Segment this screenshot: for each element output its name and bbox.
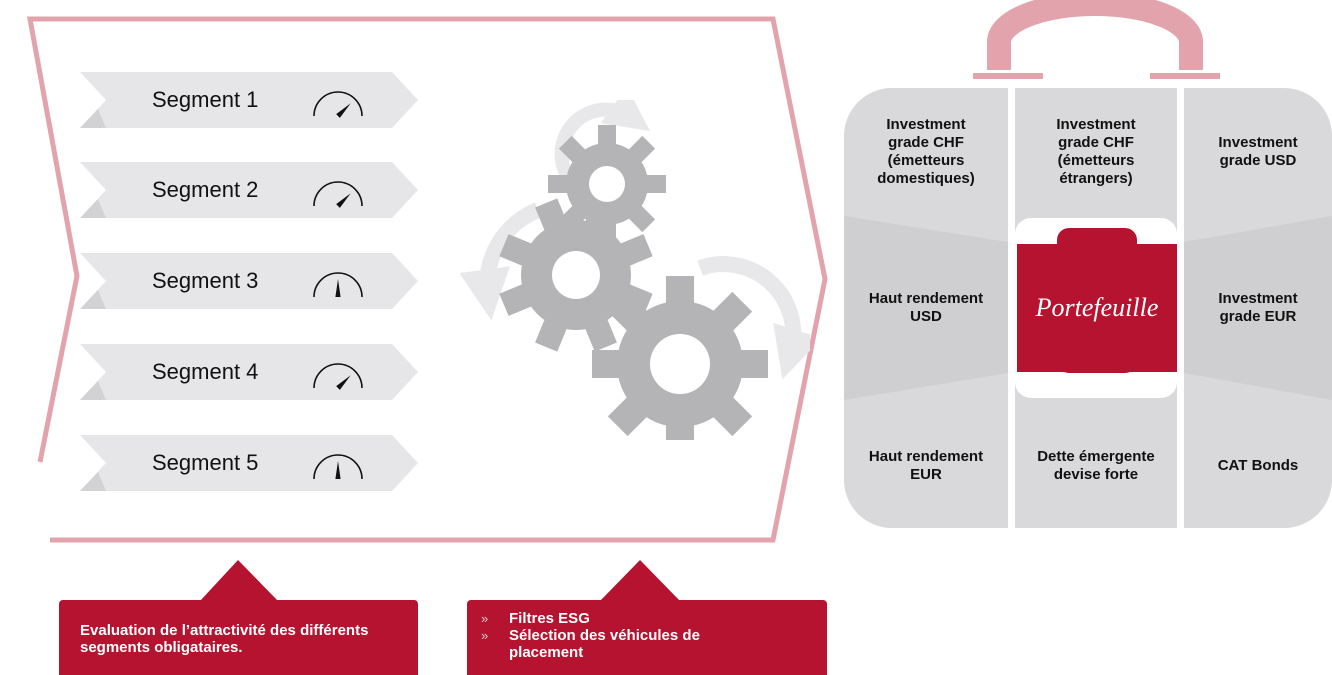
gauge-needle — [336, 375, 351, 390]
portfolio-cell: Investment grade CHF (émetteurs étranger… — [1056, 116, 1136, 187]
gears-illustration — [460, 100, 810, 440]
segment-row: Segment 3 — [80, 253, 420, 309]
circular-arrow-icon — [460, 202, 542, 321]
gauge-icon — [313, 454, 363, 480]
gauge-needle — [335, 461, 341, 479]
gear-icon — [548, 125, 666, 243]
segment-arrow — [80, 72, 418, 128]
portfolio-cell: Dette émergente devise forte — [1037, 448, 1155, 483]
segment-label: Segment 2 — [152, 177, 259, 202]
gauge-needle — [336, 103, 351, 118]
callout-left-text: Evaluation de l’attractivité des différe… — [80, 622, 369, 656]
portfolio-cell: Haut rendement USD — [868, 290, 984, 325]
portfolio-cell: CAT Bonds — [1217, 457, 1299, 474]
briefcase-body — [844, 88, 1332, 528]
portfolio-cell: Investment grade USD — [1218, 134, 1298, 169]
portfolio-cell: Investment grade CHF (émetteurs domestiq… — [877, 116, 975, 187]
segment-row: Segment 5 — [80, 435, 420, 491]
circular-arrow-icon — [697, 256, 810, 380]
segment-row: Segment 1 — [80, 72, 420, 128]
bullet-item: Sélection des véhicules de placement — [481, 627, 731, 661]
process-frame — [27, 16, 828, 543]
callout-left: Evaluation de l’attractivité des différe… — [59, 600, 418, 675]
callout-pointer — [600, 560, 680, 601]
gauge-icon — [313, 181, 363, 208]
segment-row: Segment 2 — [80, 162, 420, 218]
callout-pointer — [200, 560, 278, 601]
gauge-icon — [313, 272, 363, 298]
segment-label: Segment 3 — [152, 268, 259, 293]
gear-icon — [592, 276, 768, 440]
bullet-item: Filtres ESG — [481, 610, 731, 627]
callout-right: Filtres ESG Sélection des véhicules de p… — [467, 600, 827, 675]
briefcase-handle — [973, 0, 1220, 79]
segment-arrow — [80, 344, 418, 400]
segment-arrow — [80, 162, 418, 218]
gear-icon — [499, 198, 653, 352]
portfolio-center: Portefeuille — [1017, 260, 1177, 356]
segment-label: Segment 5 — [152, 450, 259, 475]
portfolio-label: Portefeuille — [1035, 293, 1159, 322]
callout-right-list: Filtres ESG Sélection des véhicules de p… — [481, 610, 731, 661]
segment-arrow — [80, 435, 418, 491]
segment-row: Segment 4 — [80, 344, 420, 400]
gauge-icon — [313, 363, 363, 390]
portfolio-cell: Investment grade EUR — [1218, 290, 1298, 325]
portfolio-cell: Haut rendement EUR — [868, 448, 984, 483]
segment-label: Segment 4 — [152, 359, 259, 384]
segment-label: Segment 1 — [152, 87, 259, 112]
gauge-needle — [336, 193, 351, 208]
gauge-icon — [313, 91, 363, 118]
segment-arrow — [80, 253, 418, 309]
gauge-needle — [335, 279, 341, 297]
